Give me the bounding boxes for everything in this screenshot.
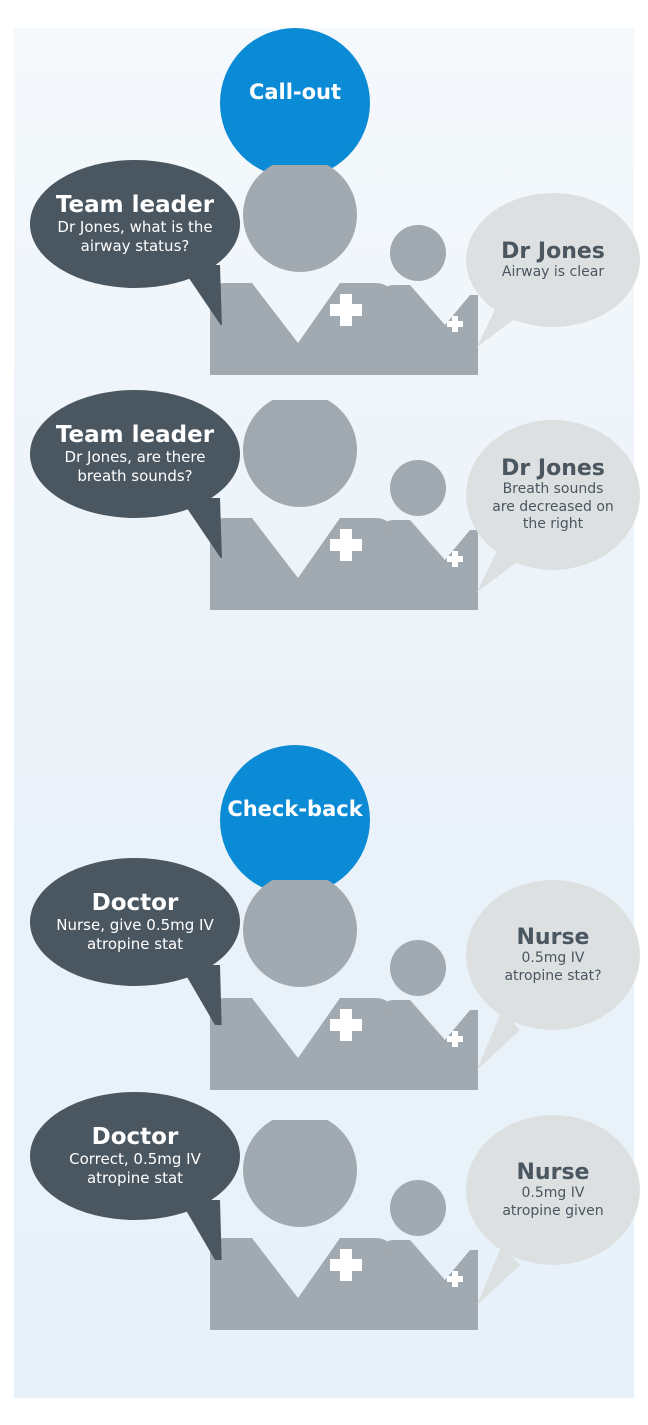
speech-tail-icon: [180, 498, 222, 558]
speech-tail-icon: [477, 295, 520, 347]
speaker-name: Team leader: [55, 422, 215, 449]
two-clinicians-icon: [210, 880, 478, 1090]
speaker-message: Dr Jones, are there breath sounds?: [64, 448, 206, 486]
two-clinicians-icon: [210, 400, 478, 610]
check-back-badge: Check-back: [220, 745, 370, 895]
speaker-message: Dr Jones, what is the airway status?: [57, 218, 213, 256]
speaker-bubble: Doctor Nurse, give 0.5mg IV atropine sta…: [30, 858, 240, 986]
speech-tail-icon: [180, 265, 222, 325]
section-label: Call-out: [248, 80, 342, 104]
speech-tail-icon: [477, 540, 520, 592]
exchange-scene: Doctor Correct, 0.5mg IV atropine stat N…: [0, 1092, 648, 1330]
speech-tail-icon: [180, 965, 222, 1025]
responder-name: Nurse: [516, 924, 590, 950]
speech-tail-icon: [477, 1010, 520, 1070]
responder-name: Dr Jones: [501, 456, 605, 482]
responder-bubble: Nurse 0.5mg IV atropine stat?: [466, 880, 640, 1030]
speaker-name: Doctor: [91, 1124, 179, 1151]
speaker-name: Doctor: [91, 890, 179, 917]
speaker-message: Nurse, give 0.5mg IV atropine stat: [56, 916, 214, 954]
speech-tail-icon: [477, 1245, 520, 1305]
responder-message: 0.5mg IV atropine stat?: [504, 950, 602, 984]
responder-message: 0.5mg IV atropine given: [502, 1185, 604, 1219]
two-clinicians-icon: [210, 165, 478, 375]
speaker-bubble: Team leader Dr Jones, what is the airway…: [30, 160, 240, 288]
exchange-scene: Doctor Nurse, give 0.5mg IV atropine sta…: [0, 858, 648, 1090]
speech-tail-icon: [180, 1200, 222, 1260]
section-label: Check-back: [227, 797, 363, 821]
responder-message: Airway is clear: [501, 263, 605, 280]
exchange-scene: Team leader Dr Jones, are there breath s…: [0, 390, 648, 610]
responder-bubble: Dr Jones Airway is clear: [466, 193, 640, 327]
responder-bubble: Nurse 0.5mg IV atropine given: [466, 1115, 640, 1265]
responder-name: Dr Jones: [501, 238, 605, 264]
responder-name: Nurse: [516, 1159, 590, 1185]
call-out-badge: Call-out: [220, 28, 370, 178]
speaker-name: Team leader: [55, 192, 215, 219]
speaker-message: Correct, 0.5mg IV atropine stat: [69, 1150, 201, 1188]
responder-message: Breath sounds are decreased on the right: [492, 481, 614, 533]
speaker-bubble: Doctor Correct, 0.5mg IV atropine stat: [30, 1092, 240, 1220]
two-clinicians-icon: [210, 1120, 478, 1330]
speaker-bubble: Team leader Dr Jones, are there breath s…: [30, 390, 240, 518]
responder-bubble: Dr Jones Breath sounds are decreased on …: [466, 420, 640, 570]
exchange-scene: Team leader Dr Jones, what is the airway…: [0, 160, 648, 375]
